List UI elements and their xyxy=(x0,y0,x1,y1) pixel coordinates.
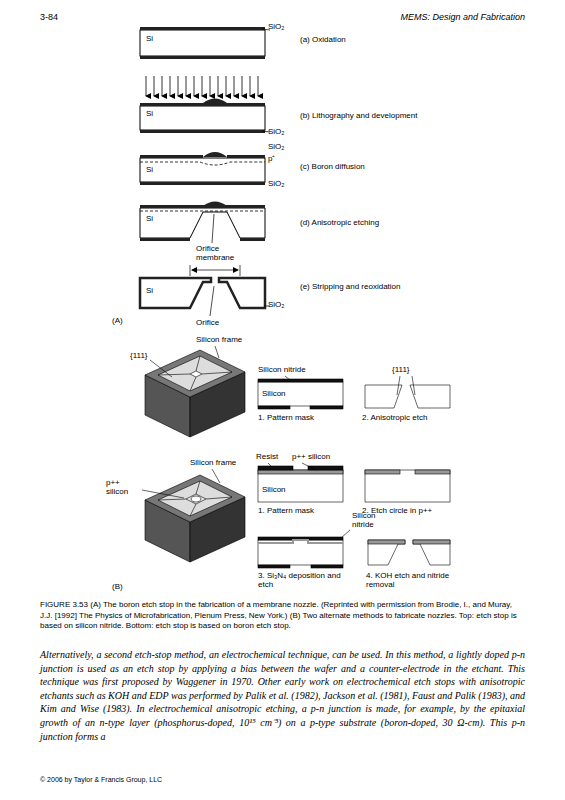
uv-arrows xyxy=(146,76,258,96)
figure-label: Silicon nitride xyxy=(258,365,306,374)
figure-label: (e) Stripping and reoxidation xyxy=(300,282,401,291)
figure-label: Resist xyxy=(256,452,278,461)
running-head: MEMS: Design and Fabrication xyxy=(325,12,525,22)
body-paragraph: Alternatively, a second etch-stop method… xyxy=(40,648,525,743)
figure-label: Silicon xyxy=(262,485,286,494)
figure-label: p++ silicon xyxy=(292,452,330,461)
nozzle-frame-3d-boron xyxy=(142,469,245,562)
wafer-c xyxy=(140,152,265,185)
figure-label: {111} xyxy=(130,351,148,360)
figure-label: Orifice membrane xyxy=(196,244,246,262)
figure-label: Si xyxy=(146,214,153,223)
figure-label: SiO₂ xyxy=(268,22,284,31)
figure-label: (c) Boron diffusion xyxy=(300,162,365,171)
figure-label: Silicon frame xyxy=(190,458,236,467)
figure-label: Si xyxy=(146,165,153,174)
figure-label: (B) xyxy=(112,582,123,591)
figure-label: Silicon nitride xyxy=(352,511,392,529)
figure-label: 3. Si₃N₄ deposition and etch xyxy=(258,571,353,589)
wafer-b xyxy=(140,99,270,134)
figure-caption: FIGURE 3.53 (A) The boron etch stop in t… xyxy=(40,600,525,632)
figure-label: Silicon frame xyxy=(196,335,242,344)
figure-label: p⁺ xyxy=(268,154,275,163)
figure-label: p++ silicon xyxy=(106,478,140,496)
figure-label: (a) Oxidation xyxy=(300,35,346,44)
figure-label: (b) Lithography and development xyxy=(300,111,417,120)
figure-label: Si xyxy=(146,109,153,118)
nozzle-frame-3d xyxy=(145,346,245,437)
figure-label: SiO₂ xyxy=(268,179,284,188)
figure-label: SiO₂ xyxy=(268,127,284,136)
figure-label: Si xyxy=(146,34,153,43)
figure-label: (d) Anisotropic etching xyxy=(300,218,379,227)
wafer-d xyxy=(140,202,265,244)
figure-label: Silicon xyxy=(262,389,286,398)
nitride-cross-sections xyxy=(258,376,450,409)
wafer-e xyxy=(140,265,270,316)
figure-label: (A) xyxy=(112,316,123,325)
figure-label: 1. Pattern mask xyxy=(258,413,314,422)
figure-label: SiO₂ xyxy=(268,142,284,151)
figure-label: 1. Pattern mask xyxy=(258,506,314,515)
boron-cross-sections xyxy=(258,463,450,568)
page-number: 3-84 xyxy=(40,12,58,22)
figure-label: {111} xyxy=(392,365,410,374)
figure-label: Si xyxy=(146,286,153,295)
figure-label: 4. KOH etch and nitride removal xyxy=(366,571,461,589)
copyright-footer: © 2006 by Taylor & Francis Group, LLC xyxy=(40,776,162,784)
figure-label: Orifice xyxy=(196,318,219,327)
figure-label: 2. Anisotropic etch xyxy=(362,413,427,422)
figure-label: SiO₂ xyxy=(268,300,284,309)
wafer-a xyxy=(140,27,270,59)
